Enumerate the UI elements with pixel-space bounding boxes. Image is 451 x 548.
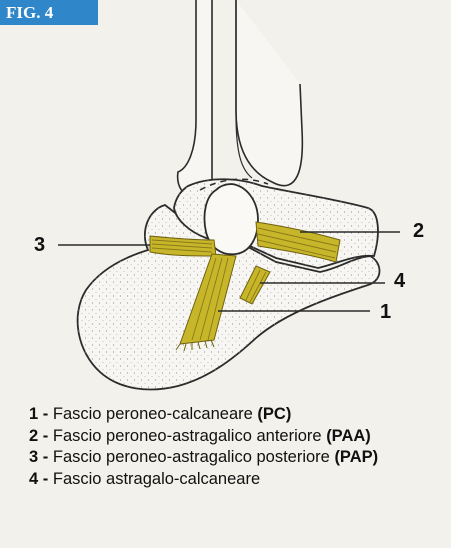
legend-item-1: 1 - Fascio peroneo-calcaneare (PC) [29,404,378,426]
legend-separator: - [38,405,53,423]
legend-separator: - [38,470,53,488]
legend-item-3: 3 - Fascio peroneo-astragalico posterior… [29,447,378,469]
legend-text: Fascio peroneo-astragalico posteriore [53,448,335,466]
legend-separator: - [38,448,53,466]
legend-text: Fascio peroneo-calcaneare [53,405,258,423]
legend-abbr: (PAA) [326,427,371,445]
legend-number: 4 [29,470,38,488]
legend-item-4: 4 - Fascio astragalo-calcaneare [29,469,378,491]
callout-1: 1 [380,301,391,324]
fibula-bone [178,0,212,200]
tibia-bone [236,0,302,186]
legend-abbr: (PAP) [334,448,378,466]
legend-separator: - [38,427,53,445]
legend-text: Fascio astragalo-calcaneare [53,470,260,488]
legend-number: 3 [29,448,38,466]
legend-text: Fascio peroneo-astragalico anteriore [53,427,326,445]
legend-abbr: (PC) [257,405,291,423]
legend-item-2: 2 - Fascio peroneo-astragalico anteriore… [29,426,378,448]
callout-2: 2 [413,220,424,243]
callout-3: 3 [34,234,45,257]
legend: 1 - Fascio peroneo-calcaneare (PC) 2 - F… [29,404,378,490]
legend-number: 2 [29,427,38,445]
legend-number: 1 [29,405,38,423]
callout-4: 4 [394,270,405,293]
